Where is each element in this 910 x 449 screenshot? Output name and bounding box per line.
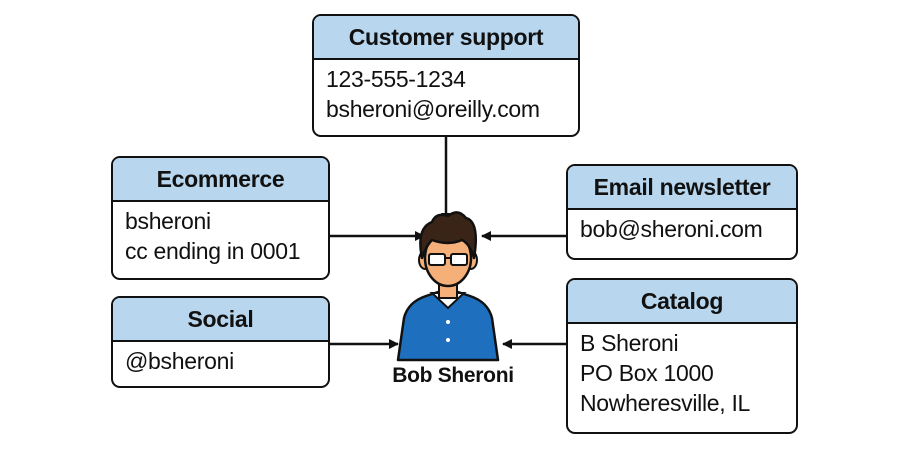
hair-shape xyxy=(419,211,477,260)
glasses-lens-left xyxy=(428,253,446,266)
catalog-name: B Sheroni xyxy=(580,330,679,356)
ecommerce-title: Ecommerce xyxy=(113,158,328,202)
social-box: Social @bsheroni xyxy=(111,296,330,388)
ecommerce-card: cc ending in 0001 xyxy=(125,238,301,264)
customer-support-phone: 123-555-1234 xyxy=(326,66,466,92)
catalog-city: Nowheresville, IL xyxy=(580,390,751,416)
ecommerce-username: bsheroni xyxy=(125,208,211,234)
person-name: Bob Sheroni xyxy=(392,364,514,387)
catalog-po-box: PO Box 1000 xyxy=(580,360,714,386)
ecommerce-box: Ecommerce bsheroni cc ending in 0001 xyxy=(111,156,330,280)
customer-support-title: Customer support xyxy=(314,16,578,60)
email-newsletter-title: Email newsletter xyxy=(568,166,796,210)
catalog-title: Catalog xyxy=(568,280,796,324)
social-handle: @bsheroni xyxy=(125,348,234,374)
social-title: Social xyxy=(113,298,328,342)
catalog-box: Catalog B Sheroni PO Box 1000 Nowheresvi… xyxy=(566,278,798,434)
email-newsletter-address: bob@sheroni.com xyxy=(580,216,763,242)
glasses-lens-right xyxy=(450,253,468,266)
person-avatar-icon xyxy=(396,211,500,362)
customer-support-email: bsheroni@oreilly.com xyxy=(326,96,540,122)
shirt-button xyxy=(446,338,450,342)
email-newsletter-box: Email newsletter bob@sheroni.com xyxy=(566,164,798,260)
customer-support-box: Customer support 123-555-1234 bsheroni@o… xyxy=(312,14,580,137)
shirt-button xyxy=(446,320,450,324)
